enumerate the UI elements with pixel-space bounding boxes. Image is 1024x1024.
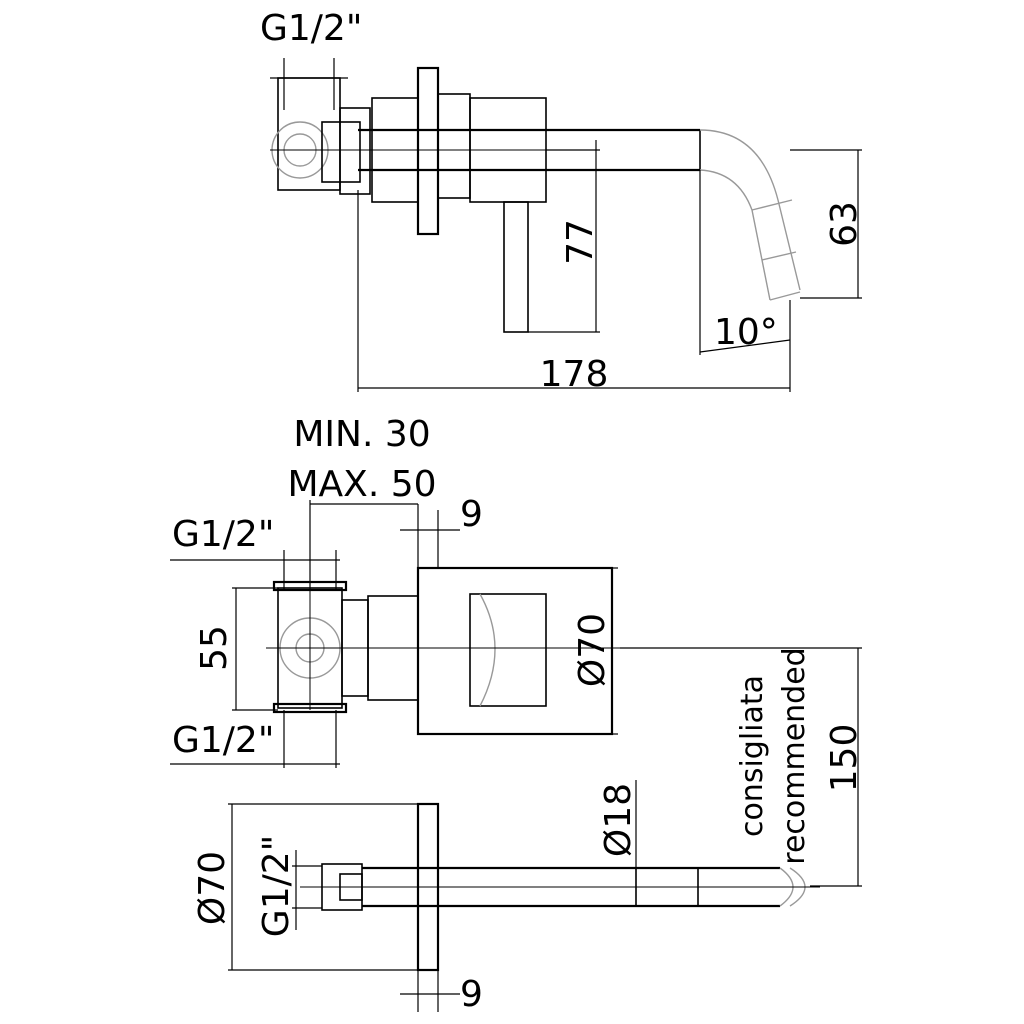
dim-55-label: 55 — [194, 625, 235, 671]
dim-150-label: 150 — [824, 724, 865, 793]
thread-lower-label: G1/2" — [172, 720, 274, 761]
dia-70-plate-label: Ø70 — [572, 613, 613, 687]
middle-plan-view — [170, 500, 862, 887]
dia-70-spout-label: Ø70 — [192, 851, 233, 925]
angle-10-label: 10° — [714, 312, 778, 353]
top-thread-label: G1/2" — [260, 8, 362, 49]
bottom-spout-view — [228, 780, 820, 1012]
dia-18-label: Ø18 — [598, 783, 639, 857]
dim-9-top-label: 9 — [460, 494, 483, 535]
consigliata-label: consigliata — [735, 675, 770, 837]
thread-upper-label: G1/2" — [172, 514, 274, 555]
dim-77-label: 77 — [560, 219, 601, 265]
min-30-label: MIN. 30 — [293, 414, 430, 455]
recommended-label: recommended — [777, 647, 812, 864]
dim-178-label: 178 — [540, 354, 609, 395]
dim-9-bottom-label: 9 — [460, 974, 483, 1015]
max-50-label: MAX. 50 — [287, 464, 436, 505]
dim-63-label: 63 — [824, 201, 865, 247]
thread-spout-label: G1/2" — [256, 835, 297, 937]
top-side-view — [270, 58, 862, 392]
